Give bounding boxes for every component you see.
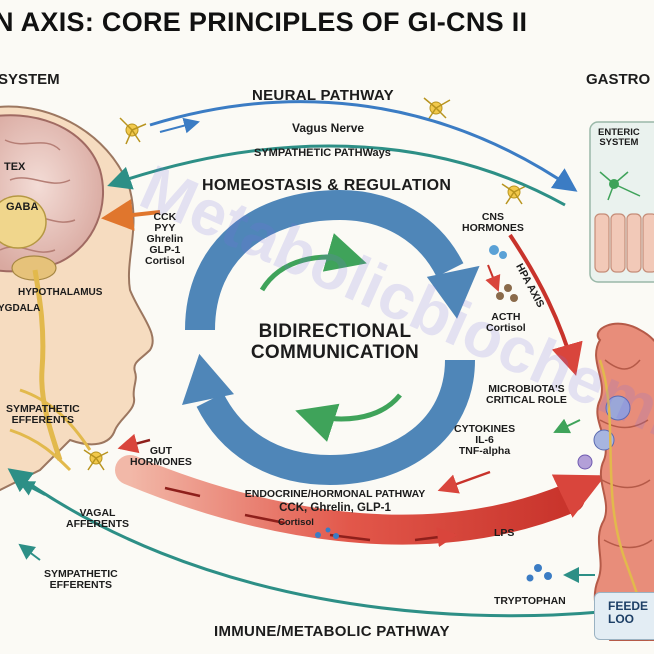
tryptophan-label: TRYPTOPHAN	[494, 595, 566, 607]
vagus-nerve-label: Vagus Nerve	[292, 121, 365, 135]
lps-label: LPS	[494, 527, 515, 539]
page-title: N AXIS: CORE PRINCIPLES OF GI-CNS II	[0, 7, 528, 37]
bidirectional-label: BIDIRECTIONAL COMMUNICATION	[240, 321, 430, 364]
cns-hormones-label: CNS HORMONES	[462, 211, 524, 235]
nervous-system-header: SYSTEM	[0, 71, 60, 88]
center-line-2: COMMUNICATION	[250, 341, 420, 363]
feedback-loop-label: FEEDE LOO	[608, 599, 649, 626]
acth-cortisol-label: ACTH Cortisol	[486, 311, 526, 335]
blood-vessel	[115, 455, 585, 545]
cycle-arrow-top	[185, 189, 464, 331]
cortisol-label: Cortisol	[278, 517, 314, 528]
cycle-arrow-bottom	[196, 359, 475, 486]
neuron-icon	[423, 97, 451, 121]
neuron-icon	[83, 449, 109, 471]
amygdala-label: YGDALA	[0, 303, 41, 314]
gaba-label: GABA	[6, 201, 39, 213]
cortex-label: TEX	[4, 161, 26, 173]
endocrine-hormones-label: CCK, Ghrelin, GLP-1	[279, 502, 391, 514]
vagal-afferents-label: VAGAL AFFERENTS	[66, 507, 129, 531]
homeostasis-label: HOMEOSTASIS & REGULATION	[202, 177, 452, 194]
enteric-system-label: ENTERIC SYSTEM	[598, 127, 640, 148]
endocrine-pathway-label: ENDOCRINE/HORMONAL PATHWAY	[244, 488, 426, 500]
neuron-icon	[119, 117, 147, 145]
immune-pathway-label: IMMUNE/METABOLIC PATHWAY	[214, 623, 450, 640]
feedback-loop-box	[594, 592, 654, 640]
hormones-list: CCK PYY Ghrelin GLP-1 Cortisol	[145, 211, 185, 268]
hypothalamus-label: HYPOTHALAMUS	[18, 287, 103, 298]
sympathetic-efferents-label: SYMPATHETIC EFFERENTS	[6, 403, 80, 427]
cytokines-label: CYTOKINES IL-6 TNF-alpha	[454, 423, 516, 458]
thalamus-shape	[0, 195, 47, 249]
neuron-icon	[501, 183, 527, 205]
sympathetic-efferents-label-2: SYMPATHETIC EFFERENTS	[44, 568, 118, 592]
microbiota-label: MICROBIOTA'S CRITICAL ROLE	[486, 383, 567, 407]
center-line-1: BIDIRECTIONAL	[258, 321, 412, 342]
gastro-header: GASTRO	[586, 71, 651, 88]
gut-hormones-label: GUT HORMONES	[130, 445, 192, 469]
sympathetic-pathways-label: SYMPATHETIC PATHWays	[254, 147, 391, 159]
neural-pathway-label: NEURAL PATHWAY	[252, 87, 394, 104]
